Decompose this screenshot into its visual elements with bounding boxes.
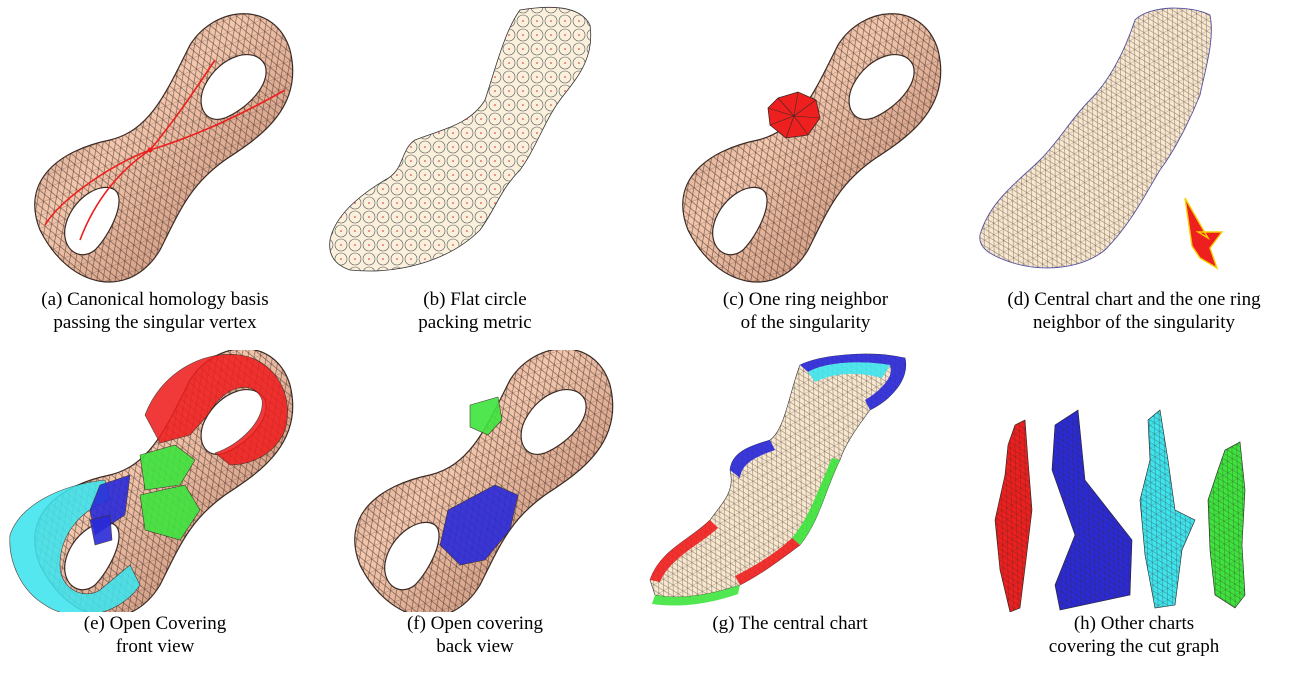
caption-a-line1: (a) Canonical homology basis <box>0 288 310 311</box>
panel-g: (g) The central chart <box>620 350 960 700</box>
panel-a: (a) Canonical homology basis passing the… <box>0 0 310 350</box>
panel-h: (h) Other charts covering the cut graph <box>960 350 1308 700</box>
flat-circle-packing <box>320 0 630 290</box>
caption-g: (g) The central chart <box>620 612 960 635</box>
caption-f-line2: back view <box>320 635 630 658</box>
panel-e: (e) Open Covering front view <box>0 350 310 700</box>
caption-e: (e) Open Covering front view <box>0 612 310 658</box>
caption-c: (c) One ring neighbor of the singularity <box>648 288 963 334</box>
central-chart-flat <box>620 350 960 612</box>
caption-d-line2: neighbor of the singularity <box>960 311 1308 334</box>
caption-g-line1: (g) The central chart <box>620 612 960 635</box>
panel-c: (c) One ring neighbor of the singularity <box>648 0 963 350</box>
caption-b-line2: packing metric <box>320 311 630 334</box>
open-covering-front <box>0 350 310 612</box>
caption-h-line1: (h) Other charts <box>960 612 1308 635</box>
caption-a: (a) Canonical homology basis passing the… <box>0 288 310 334</box>
central-chart-with-one-ring <box>960 0 1308 290</box>
caption-c-line1: (c) One ring neighbor <box>648 288 963 311</box>
panel-d: (d) Central chart and the one ring neigh… <box>960 0 1308 350</box>
caption-d: (d) Central chart and the one ring neigh… <box>960 288 1308 334</box>
one-ring-flattened <box>1185 198 1222 268</box>
panel-f: (f) Open covering back view <box>320 350 630 700</box>
caption-e-line1: (e) Open Covering <box>0 612 310 635</box>
caption-b: (b) Flat circle packing metric <box>320 288 630 334</box>
singular-vertex-marker <box>148 148 153 153</box>
other-charts <box>960 350 1308 612</box>
panel-b: (b) Flat circle packing metric <box>320 0 630 350</box>
caption-c-line2: of the singularity <box>648 311 963 334</box>
caption-h: (h) Other charts covering the cut graph <box>960 612 1308 658</box>
caption-b-line1: (b) Flat circle <box>320 288 630 311</box>
caption-f-line1: (f) Open covering <box>320 612 630 635</box>
caption-h-line2: covering the cut graph <box>960 635 1308 658</box>
caption-d-line1: (d) Central chart and the one ring <box>960 288 1308 311</box>
caption-a-line2: passing the singular vertex <box>0 311 310 334</box>
caption-e-line2: front view <box>0 635 310 658</box>
caption-f: (f) Open covering back view <box>320 612 630 658</box>
open-covering-back <box>320 350 630 612</box>
torus-mesh-one-ring <box>648 0 963 290</box>
torus-mesh-homology-basis <box>0 0 310 290</box>
